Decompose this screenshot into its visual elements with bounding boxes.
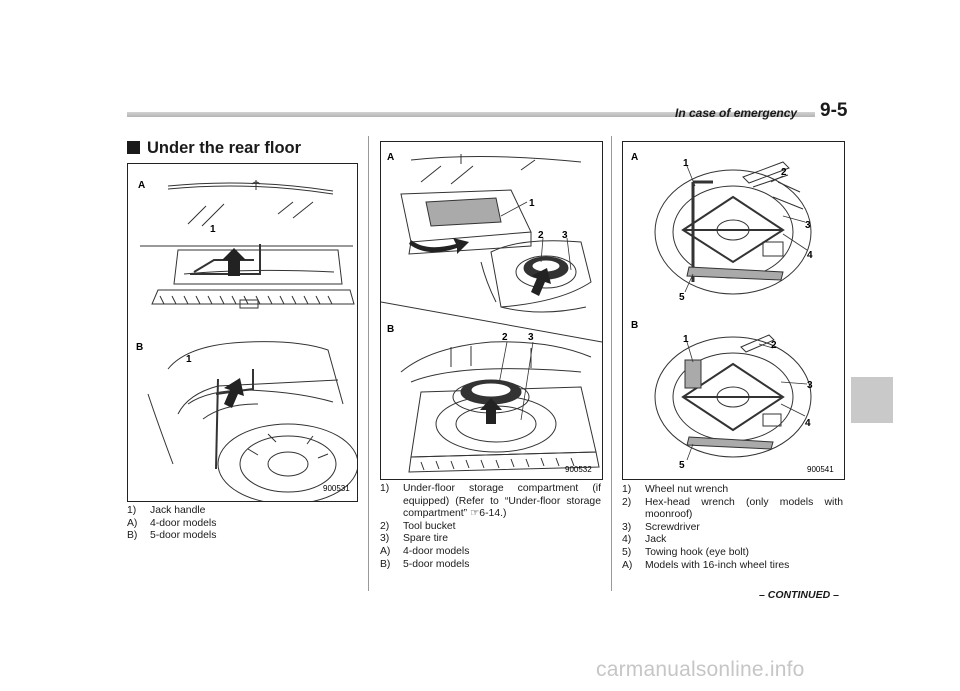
watermark: carmanualsonline.info [596, 658, 805, 681]
caption-text: 5-door models [403, 558, 470, 570]
caption-item: A) 4-door models [127, 518, 356, 531]
figure-storage-label-a: A [387, 152, 394, 163]
figure-storage-callout-2a: 2 [538, 230, 544, 241]
caption-key: B) [127, 530, 138, 542]
section-heading-text: Under the rear floor [147, 139, 302, 157]
caption-key: A) [127, 517, 138, 529]
figure-tools-callout-1a: 1 [683, 158, 689, 169]
caption-storage-compartment: 1) Under-floor storage compartment (if eq… [380, 483, 601, 571]
caption-item: A) 4-door models [380, 546, 601, 559]
figure-storage-callout-3b: 3 [528, 332, 534, 343]
caption-key: B) [380, 558, 391, 570]
caption-item: 1) Under-floor storage compartment (if eq… [380, 483, 601, 521]
figure-storage-compartment: A 1 2 3 B 2 3 900532 [380, 141, 603, 480]
caption-text: Wheel nut wrench [645, 484, 729, 495]
figure-jack-handle: A 1 B 1 900531 [127, 163, 358, 502]
figure-tools-label-a: A [631, 152, 638, 163]
figure-storage-callout-2b: 2 [502, 332, 508, 343]
caption-key: 3) [622, 521, 632, 533]
caption-item: 3) Spare tire [380, 533, 601, 546]
caption-key: 1) [127, 505, 137, 516]
figure-jack-handle-drawing: A 1 B 1 900531 [136, 180, 357, 501]
figure-storage-compartment-drawing: A 1 2 3 B 2 3 900532 [381, 152, 602, 474]
figure-storage-callout-1: 1 [529, 198, 535, 209]
caption-item: B) 5-door models [380, 559, 601, 572]
figure-jack-handle-callout-1b: 1 [186, 354, 192, 365]
caption-item: 5) Towing hook (eye bolt) [622, 547, 843, 560]
header-section-title: In case of emergency [675, 106, 798, 120]
caption-key: 1) [622, 484, 632, 495]
caption-key: A) [380, 545, 391, 557]
chapter-tab [851, 377, 893, 423]
section-heading: Under the rear floor [127, 139, 301, 158]
caption-text: Hex-head wrench (only models with moonro… [645, 496, 843, 521]
figure-tools-label-b: B [631, 320, 638, 331]
figure-tools-drawing: A 1 2 3 4 5 B 1 2 3 4 5 900541 [631, 152, 834, 474]
figure-storage-label-b: B [387, 324, 394, 335]
figure-tools-callout-2a: 2 [781, 167, 787, 178]
caption-text: Towing hook (eye bolt) [645, 546, 749, 558]
figure-tools-callout-5a: 5 [679, 292, 685, 303]
column-divider-1 [368, 136, 369, 591]
header-rule [127, 112, 815, 117]
caption-key: 4) [622, 534, 632, 546]
figure-tools: A 1 2 3 4 5 B 1 2 3 4 5 900541 [622, 141, 845, 480]
figure-tools-callout-2b: 2 [771, 340, 777, 351]
caption-key: 1) [380, 483, 390, 494]
caption-tools: 1) Wheel nut wrench 2) Hex-head wrench (on… [622, 484, 843, 572]
figure-jack-handle-id: 900531 [323, 484, 350, 493]
figure-jack-handle-callout-1a: 1 [210, 224, 216, 235]
figure-tools-callout-5b: 5 [679, 460, 685, 471]
caption-text: Tool bucket [403, 520, 456, 532]
caption-text: Spare tire [403, 533, 449, 545]
caption-text: Models with 16-inch wheel tires [645, 559, 790, 571]
figure-jack-handle-label-b: B [136, 342, 143, 353]
page-number: 9-5 [820, 100, 848, 121]
caption-text: Screwdriver [645, 521, 700, 533]
caption-text: Jack [645, 534, 667, 546]
caption-key: 2) [380, 520, 390, 532]
caption-jack-handle: 1) Jack handle A) 4-door models B) 5-door m… [127, 505, 356, 543]
figure-tools-callout-3a: 3 [805, 220, 811, 231]
caption-item: B) 5-door models [127, 530, 356, 543]
square-bullet-icon [127, 141, 140, 154]
caption-text: 4-door models [150, 517, 217, 529]
figure-jack-handle-label-a: A [138, 180, 145, 191]
caption-item: 2) Tool bucket [380, 521, 601, 534]
caption-text: Jack handle [150, 505, 206, 516]
figure-tools-callout-4a: 4 [807, 250, 813, 261]
figure-storage-id: 900532 [565, 465, 592, 474]
figure-tools-id: 900541 [807, 465, 834, 474]
caption-item: 2) Hex-head wrench (only models with moon… [622, 497, 843, 522]
caption-item: 3) Screwdriver [622, 522, 843, 535]
caption-text: 4-door models [403, 545, 470, 557]
caption-key: 5) [622, 546, 632, 558]
caption-text: Under-floor storage compartment (if equi… [403, 483, 601, 520]
column-divider-2 [611, 136, 612, 591]
caption-item: 1) Wheel nut wrench [622, 484, 843, 497]
caption-item: 4) Jack [622, 534, 843, 547]
caption-key: 2) [622, 496, 632, 508]
caption-item: 1) Jack handle [127, 505, 356, 518]
figure-storage-callout-3a: 3 [562, 230, 568, 241]
figure-tools-callout-4b: 4 [805, 418, 811, 429]
caption-key: 3) [380, 533, 390, 545]
figure-tools-callout-3b: 3 [807, 380, 813, 391]
figure-tools-callout-1b: 1 [683, 334, 689, 345]
caption-text: 5-door models [150, 530, 217, 542]
continued-label: – CONTINUED – [759, 589, 839, 601]
caption-item: A) Models with 16-inch wheel tires [622, 560, 843, 573]
caption-key: A) [622, 559, 633, 571]
